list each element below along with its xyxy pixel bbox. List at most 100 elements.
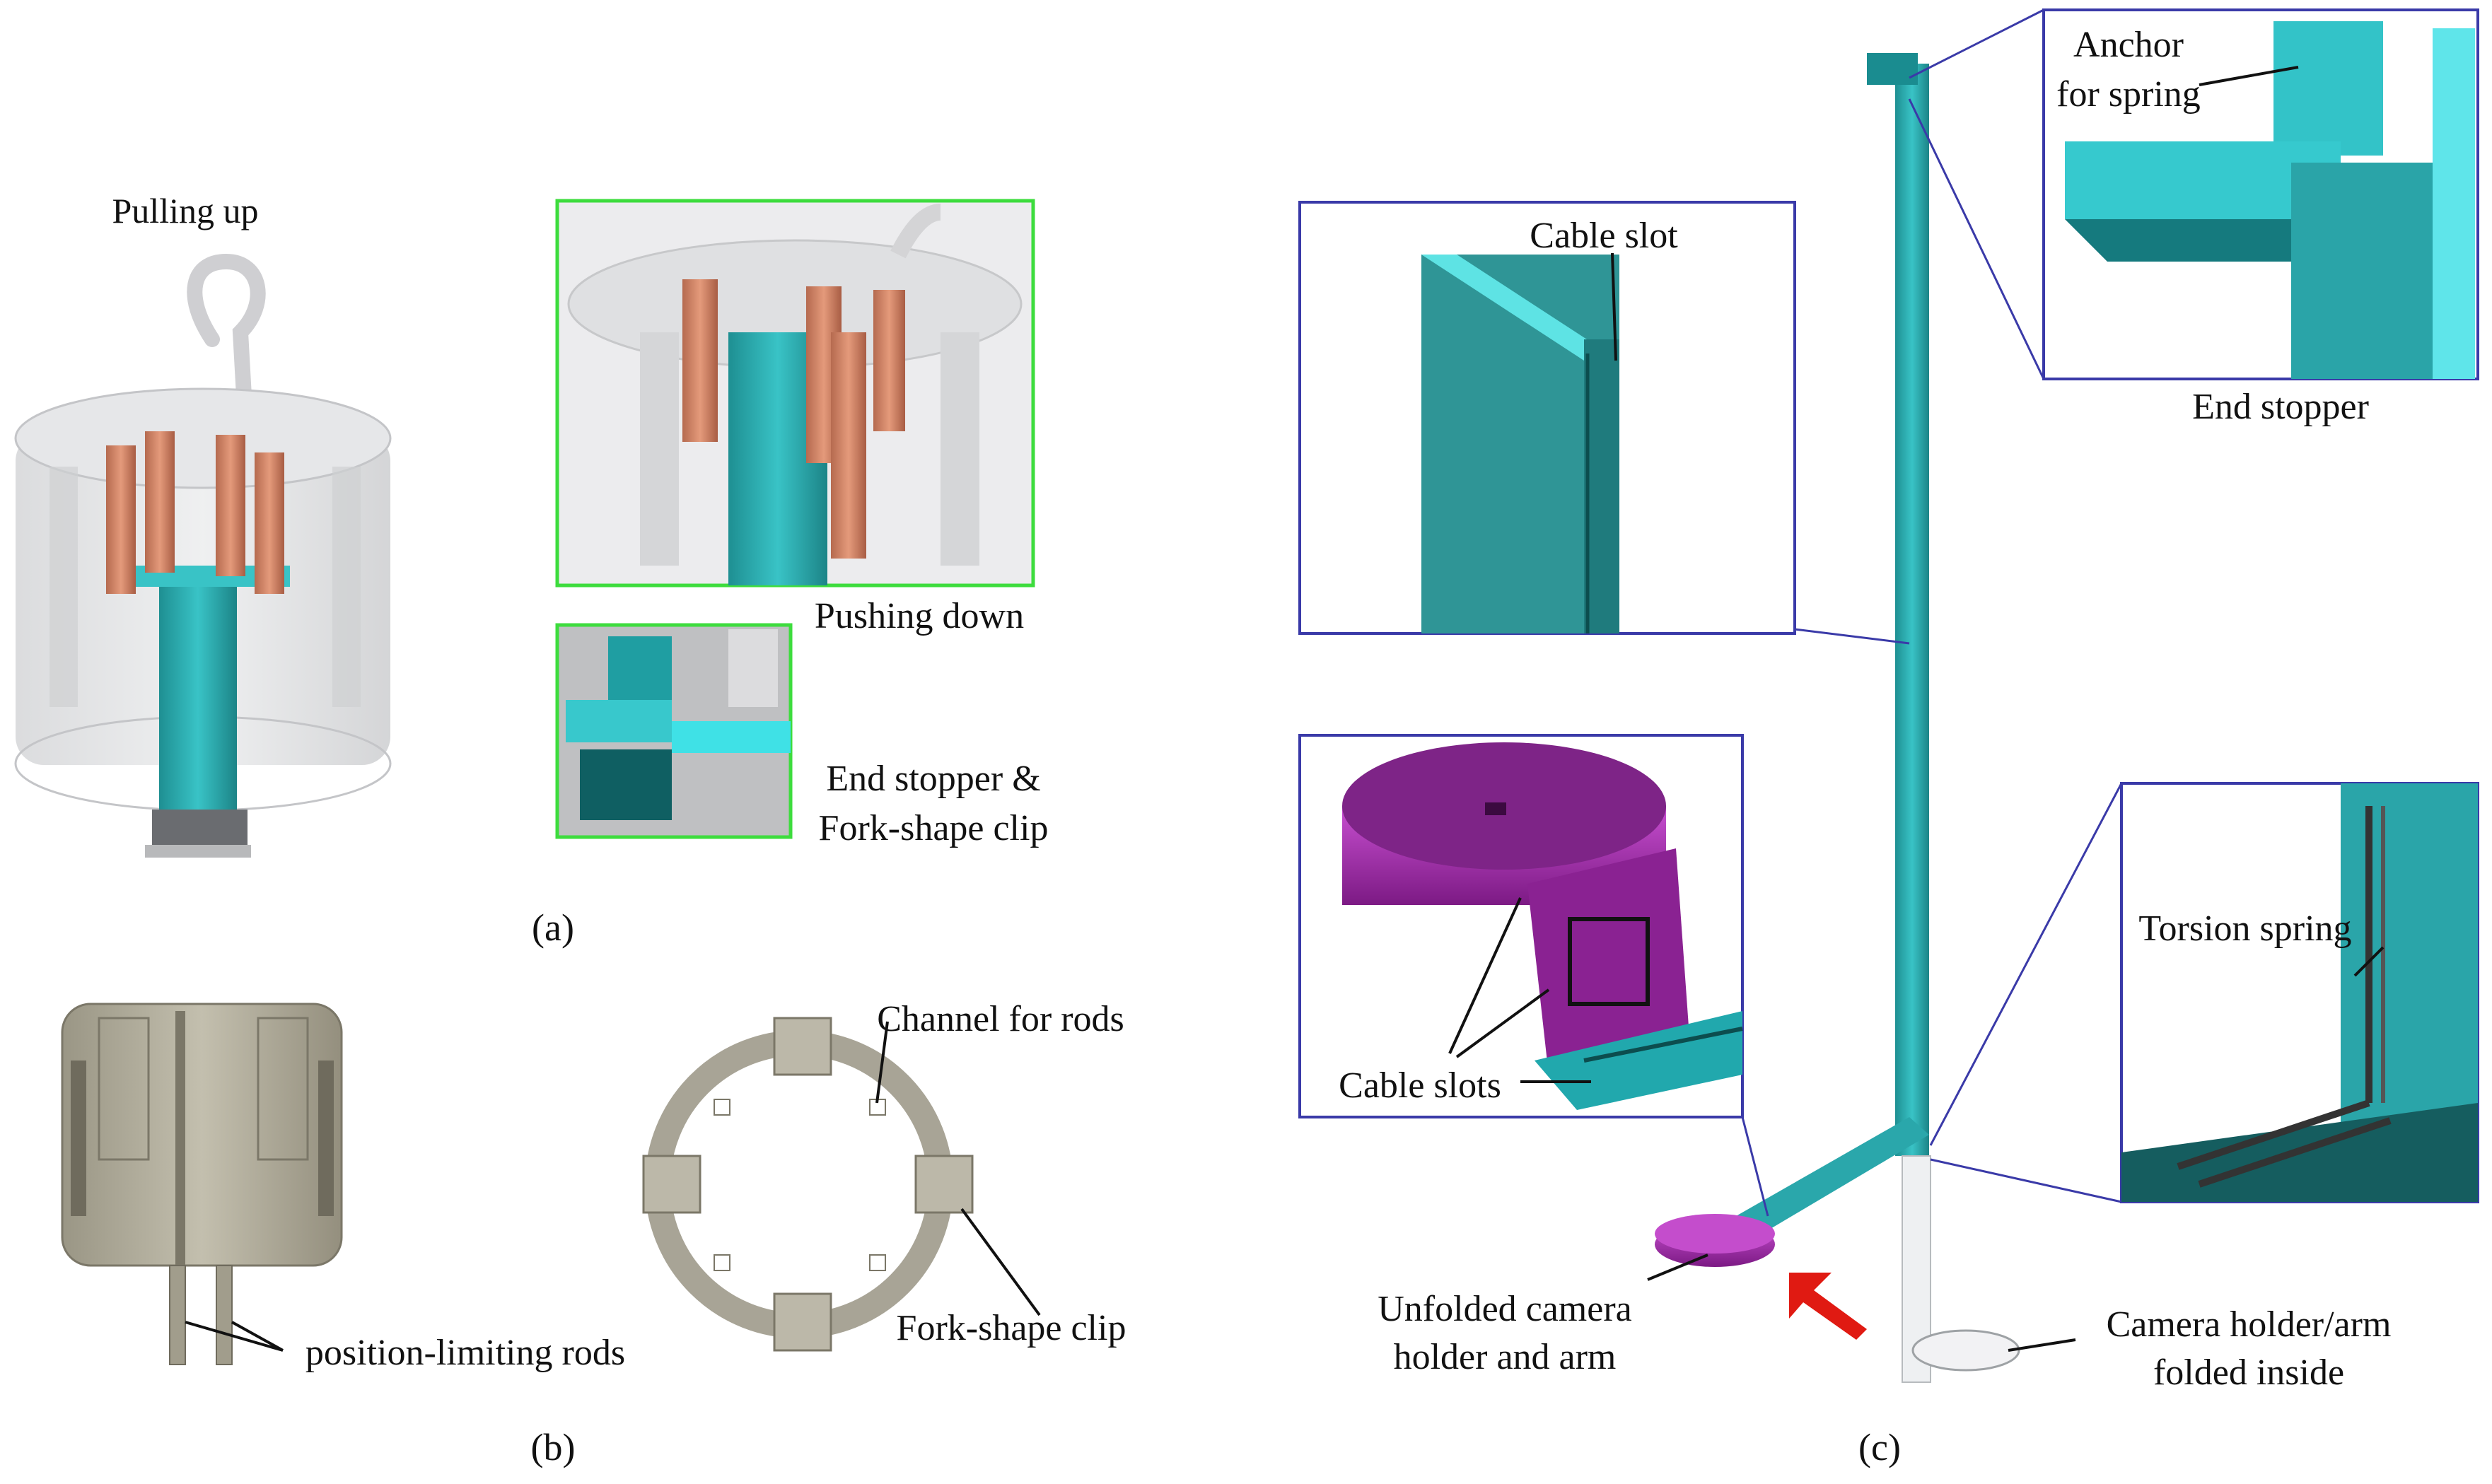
inset-connector — [1908, 98, 2045, 380]
arm-rail — [1535, 1011, 1742, 1110]
housing-groove — [71, 1061, 86, 1216]
rod-channel — [714, 1099, 730, 1116]
leader-folded — [2008, 1338, 2076, 1352]
spring-arm — [2198, 1117, 2392, 1188]
anchor-block — [2273, 21, 2383, 156]
stopper-block — [608, 636, 672, 700]
label-pulling-up: Pulling up — [112, 191, 259, 230]
rail-edge — [2433, 28, 2475, 379]
holder-bracket — [1527, 848, 1690, 1075]
leader-cable-slots-2 — [1455, 988, 1550, 1058]
device-pulling-up — [14, 253, 392, 858]
inset-glass-fin — [640, 332, 679, 566]
housing-slot — [98, 1017, 150, 1161]
label-end-stopper-1: End stopper & — [826, 759, 1040, 799]
rod-ring-top-view — [642, 1017, 974, 1352]
label-cable-slots: Cable slots — [1339, 1065, 1501, 1106]
inset-pushing-down — [555, 199, 1035, 588]
rod-channel — [869, 1254, 886, 1271]
stopper-shadow — [580, 749, 672, 820]
spring-coil — [1568, 917, 1650, 1006]
label-unfolded-2: holder and arm — [1394, 1337, 1617, 1377]
inset-connector — [1794, 628, 1910, 645]
leader-rods-2 — [231, 1321, 284, 1352]
camera-holder-folded — [1911, 1329, 2020, 1372]
fork-clip-left — [642, 1155, 701, 1214]
fork-clip-top — [773, 1017, 832, 1076]
leader-rods-1 — [185, 1321, 284, 1352]
inset-copper-clip — [831, 332, 866, 559]
label-folded-1: Camera holder/arm — [2107, 1304, 2392, 1345]
holder-slot — [1485, 802, 1506, 815]
leader-torsion-spring — [2353, 946, 2385, 977]
inset-end-stopper — [555, 623, 793, 839]
inset-copper-clip — [682, 279, 718, 442]
inset-connector — [1930, 1158, 2122, 1203]
label-anchor-2: for spring — [2056, 74, 2201, 115]
label-fork-shape-clip: Fork-shape clip — [897, 1308, 1126, 1348]
stopper-glass — [728, 629, 778, 707]
inset-torsion-spring — [2120, 782, 2479, 1203]
label-unfolded-1: Unfolded camera — [1378, 1289, 1631, 1329]
label-anchor-1: Anchor — [2073, 25, 2184, 65]
rail-top-edge — [1421, 255, 1619, 361]
inset-cable-slot — [1298, 201, 1796, 635]
inset-connector — [1929, 783, 2123, 1146]
panel-label-c: (c) — [1858, 1426, 1901, 1468]
position-limiting-rod — [169, 1265, 186, 1365]
panel-b: position-limiting rods Channel for rods … — [61, 999, 1126, 1468]
label-pushing-down: Pushing down — [815, 596, 1024, 636]
arm-slot — [1583, 1027, 1743, 1063]
camera-holder-top — [1655, 1214, 1775, 1254]
housing-cross-section — [61, 1003, 343, 1365]
position-limiting-rod — [216, 1265, 233, 1365]
fork-clip-bottom — [773, 1292, 832, 1352]
base-ring — [152, 810, 248, 845]
inset-glass-fin — [941, 332, 979, 566]
inset-connector — [1741, 1116, 1769, 1217]
leader-cable-slot — [1611, 252, 1617, 361]
housing-groove — [318, 1061, 334, 1216]
inset-connector — [1909, 8, 2044, 79]
inset-copper-clip — [873, 290, 905, 431]
rail-vertical — [1895, 64, 1929, 1156]
copper-clip — [145, 431, 175, 573]
label-end-stopper: End stopper — [2192, 387, 2369, 427]
label-torsion-spring: Torsion spring — [2138, 908, 2351, 949]
glass-fin — [50, 467, 78, 707]
stopper-arm — [566, 700, 672, 742]
stopper-arm — [672, 721, 791, 753]
glass-fin — [332, 467, 361, 707]
inset-anchor — [2042, 8, 2479, 380]
copper-clip — [106, 445, 136, 594]
panel-label-b: (b) — [531, 1426, 576, 1468]
housing-body — [61, 1003, 343, 1267]
leader-channel — [875, 1021, 889, 1104]
leader-cable-slots-1 — [1448, 897, 1522, 1054]
stopper-shadow — [2065, 219, 2341, 262]
main-rail — [1655, 53, 2020, 1383]
label-folded-2: folded inside — [2153, 1352, 2344, 1393]
rail-top-stopper — [1867, 53, 1918, 85]
rail-arm — [1736, 1117, 1929, 1241]
panel-a: Pulling up Pushing down End stopper & Fo… — [14, 191, 1049, 949]
label-end-stopper-2: Fork-shape clip — [819, 808, 1049, 848]
leader-fork-clip — [960, 1208, 1041, 1316]
inset-cable-slots — [1298, 734, 1744, 1118]
panel-label-a: (a) — [532, 906, 574, 949]
leader-unfolded — [1647, 1254, 1708, 1281]
label-cable-slot: Cable slot — [1530, 216, 1678, 256]
fork-clip-right — [914, 1155, 974, 1214]
rail-wall — [2341, 783, 2478, 1151]
leader-anchor — [2199, 66, 2299, 86]
spring-arm — [2177, 1099, 2370, 1170]
red-arrow — [1789, 1273, 1867, 1340]
housing-slot — [257, 1017, 309, 1161]
inset-pull-loop — [890, 204, 942, 259]
label-channel-for-rods: Channel for rods — [877, 999, 1124, 1039]
teal-rod-bundle — [159, 573, 237, 841]
panel-c: Cable slot Anchor for spring End stopper — [1298, 8, 2479, 1468]
rod-channel — [714, 1254, 730, 1271]
copper-clip — [216, 435, 245, 576]
